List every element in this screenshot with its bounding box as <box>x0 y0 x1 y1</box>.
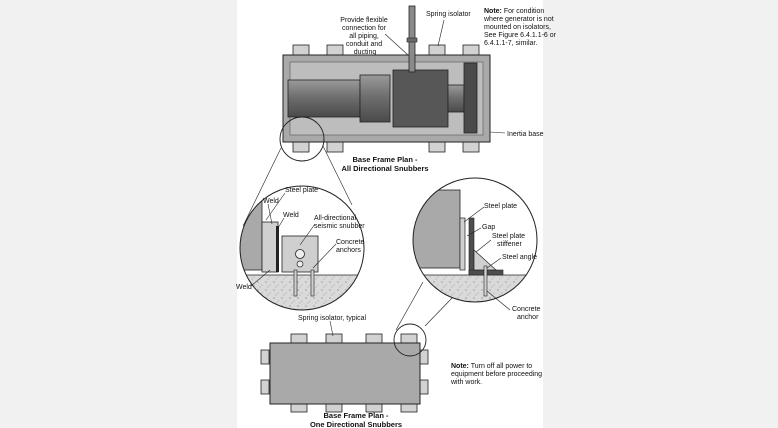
top-note-label: Note: <box>484 8 502 15</box>
bottom-plan-title-1: Base Frame Plan - <box>323 411 389 420</box>
engine-block <box>392 69 449 128</box>
top-note: Note: For condition <box>484 8 544 15</box>
flex-connection-label-3: all piping, <box>349 33 379 40</box>
bottom-note: Note: Turn off all power to <box>451 363 532 370</box>
top-note-line-1: For condition <box>502 8 545 15</box>
top-base-frame-plan <box>279 5 506 162</box>
anchors-label-1: Concrete <box>336 239 365 246</box>
spring-isolator-label: Spring isolator <box>426 11 471 18</box>
steel-angle-vertical <box>468 217 475 276</box>
detail-circle-bottom <box>393 323 427 357</box>
right-steel-plate-label: Steel plate <box>484 203 517 210</box>
flex-connection-label-4: conduit and <box>346 41 382 48</box>
top-note-line-3: mounted on isolators, <box>484 24 551 31</box>
generator-body <box>287 79 361 118</box>
stiffener-label-1: Steel plate <box>492 233 525 240</box>
concrete-anchor-bolt <box>483 265 488 297</box>
top-note-line-2: where generator is not <box>483 16 554 23</box>
svg-text:Provide flexible connect: Provide flexible connection for all pipi… <box>340 17 389 56</box>
inertia-base-bottom <box>269 342 421 405</box>
stiffener-label-2: stiffener <box>497 241 522 248</box>
steel-plate-left <box>261 221 279 273</box>
concrete-anchor-label-1: Concrete <box>512 306 541 313</box>
steel-plate-right <box>459 217 466 271</box>
gap-label: Gap <box>482 224 495 231</box>
top-note-line-4: See Figure 6.4.1.1-6 or <box>484 32 557 39</box>
snubber-bolt-2 <box>296 260 304 268</box>
snubber-label-1: All-directional <box>314 215 356 222</box>
top-note-line-5: 6.4.1.1-7, similar. <box>484 40 537 47</box>
anchor-bolt-2 <box>310 269 315 297</box>
bottom-base-frame-plan <box>260 320 429 413</box>
concrete-anchor-label-2: anchor <box>517 314 539 321</box>
left-weld-label-3: Weld <box>236 284 252 291</box>
radiator <box>463 62 478 134</box>
bottom-note-line-1: Turn off all power to <box>469 363 532 370</box>
steel-angle-label: Steel angle <box>502 254 537 261</box>
inertia-base-label: Inertia base <box>507 131 544 138</box>
detail-circle-top <box>279 116 325 162</box>
bottom-plan-title-2: One Directional Snubbers <box>310 420 402 428</box>
spring-isolator-typical-label: Spring isolator, typical <box>298 315 367 322</box>
left-weld-label-1: Weld <box>263 198 279 205</box>
top-plan-title-2: All Directional Snubbers <box>341 164 428 173</box>
bottom-note-label: Note: <box>451 363 469 370</box>
flex-connection-label-2: connection for <box>342 25 387 32</box>
anchors-label-2: anchors <box>336 247 361 254</box>
bottom-note-line-2: equipment before proceeding <box>451 371 542 378</box>
left-weld-label-2: Weld <box>283 212 299 219</box>
left-steel-plate-label: Steel plate <box>285 187 318 194</box>
snubber-bolt-1 <box>295 249 305 259</box>
anchor-bolt-1 <box>293 269 298 297</box>
flex-connection-label-5: ducting <box>354 49 377 56</box>
snubber-label-2: seismic snubber <box>314 223 365 230</box>
spring-isolator-pads-bottom <box>290 333 418 413</box>
frame-corner <box>240 194 263 271</box>
flex-connection-label-1: Provide flexible <box>340 17 388 24</box>
detail-right-one-directional <box>412 177 538 311</box>
frame-side <box>413 189 461 269</box>
bottom-note-line-3: with work. <box>450 379 482 386</box>
top-plan-title-1: Base Frame Plan - <box>352 155 418 164</box>
